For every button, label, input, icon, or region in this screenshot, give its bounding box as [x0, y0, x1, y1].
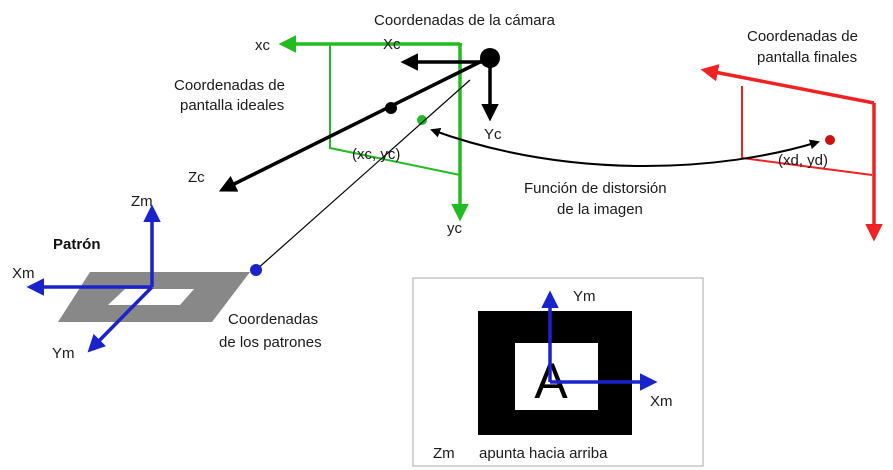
distortion-function-arrow: [430, 128, 820, 167]
pattern-coords-label-line1: Coordenadas: [228, 311, 318, 328]
camera-coords-label: Coordenadas de la cámara: [374, 12, 556, 29]
ideal-y-label: yc: [447, 220, 463, 237]
projection-ray: [255, 79, 471, 271]
final-point-label: (xd, yd): [778, 152, 828, 169]
marker-white-center: [515, 343, 598, 410]
final-screen-plane: [700, 64, 883, 242]
camera-z-label: Zc: [188, 169, 205, 186]
ideal-x-label: xc: [255, 37, 271, 54]
pattern-title: Patrón: [53, 236, 101, 253]
final-x-axis: [700, 64, 875, 105]
ideal-point-label: (xc, yc): [352, 146, 400, 163]
zm-note-axis: Zm: [433, 445, 455, 462]
camera-x-label: Xc: [383, 36, 401, 53]
pattern-z-label: Zm: [131, 193, 153, 210]
zm-note-text: apunta hacia arriba: [479, 445, 608, 462]
pattern-y-axis: [87, 285, 154, 353]
marker-y-label: Ym: [573, 288, 596, 305]
final-plane-point: [825, 135, 835, 145]
pattern-coords-label-line2: de los patrones: [219, 334, 322, 351]
camera-y-label: Yc: [484, 126, 502, 143]
final-plane-outline: [741, 86, 873, 176]
distortion-label-line2: de la imagen: [557, 201, 643, 218]
camera-origin: [480, 48, 500, 68]
final-coords-label-line2: pantalla finales: [757, 49, 857, 66]
camera-axis-point: [385, 102, 397, 114]
pattern-plane-hole: [108, 289, 194, 305]
pattern-y-label: Ym: [52, 345, 75, 362]
camera-coordinate-system: [218, 48, 500, 271]
pattern-coordinate-system: [26, 204, 262, 353]
distortion-label-line1: Función de distorsión: [524, 180, 667, 197]
final-coords-label-line1: Coordenadas de: [747, 28, 858, 45]
ideal-coords-label-line1: Coordenadas de: [174, 77, 285, 94]
marker-x-label: Xm: [650, 393, 673, 410]
marker-inset: A: [412, 277, 704, 467]
ideal-coords-label-line2: pantalla ideales: [180, 97, 284, 114]
ideal-plane-point: [417, 115, 427, 125]
pattern-x-label: Xm: [12, 265, 35, 282]
pattern-point: [250, 264, 262, 276]
camera-z-axis: [218, 56, 489, 192]
